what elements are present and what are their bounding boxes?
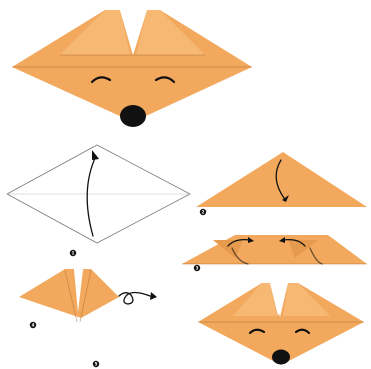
- step-2: 2: [196, 152, 367, 215]
- fox-nose: [120, 105, 146, 127]
- step-3: 3: [182, 235, 367, 271]
- step-5: 5: [93, 283, 364, 367]
- step-4-arrow-head: [150, 292, 157, 300]
- step-4: 4: [19, 269, 157, 328]
- step-4-turn-over-arrow: [119, 293, 150, 305]
- step-1: 1: [7, 145, 190, 256]
- step-2-number: 2: [202, 209, 205, 214]
- step-3-number: 3: [196, 265, 199, 270]
- finished-fox: [12, 10, 252, 127]
- step-5-nose: [272, 350, 290, 365]
- step-1-number: 1: [72, 250, 75, 255]
- step-5-number: 5: [95, 361, 98, 366]
- step-4-head-shape: [19, 269, 119, 318]
- step-4-number: 4: [32, 322, 35, 327]
- step-3-base: [182, 235, 367, 264]
